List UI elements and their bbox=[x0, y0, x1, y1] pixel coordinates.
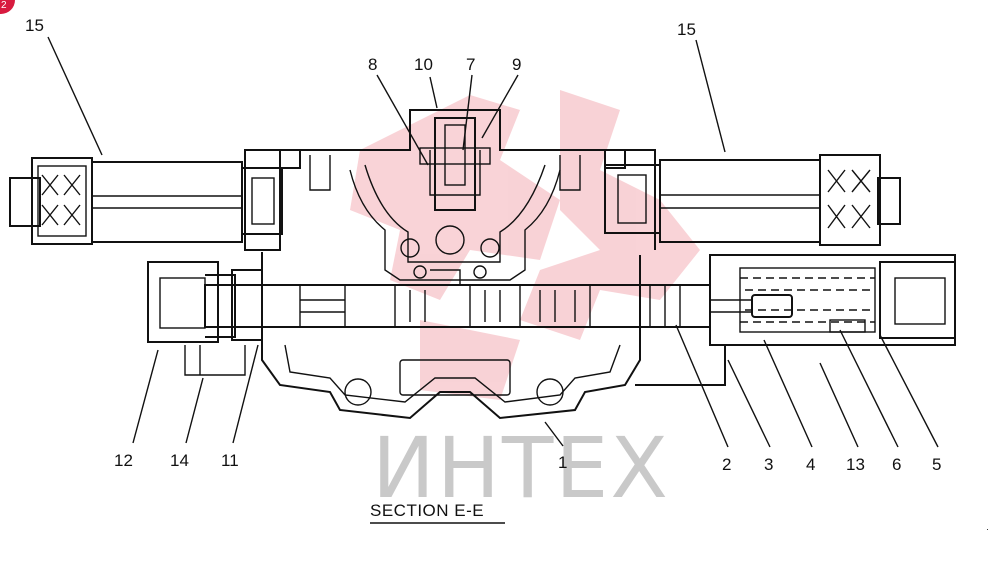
label-10: 10 bbox=[414, 55, 433, 74]
section-caption: SECTION E-E bbox=[370, 501, 484, 520]
solenoid-left bbox=[9, 157, 283, 245]
valve-body bbox=[244, 109, 656, 420]
left-cap bbox=[147, 261, 263, 376]
label-1: 1 bbox=[558, 453, 567, 472]
label-7: 7 bbox=[466, 55, 475, 74]
label-3: 3 bbox=[764, 455, 773, 474]
spring-housing bbox=[635, 254, 956, 386]
label-11: 11 bbox=[221, 451, 239, 470]
leader-lines bbox=[47, 36, 939, 448]
label-4: 4 bbox=[806, 455, 815, 474]
label-15-right: 15 bbox=[677, 20, 696, 39]
label-15-left: 15 bbox=[25, 16, 44, 35]
label-12: 12 bbox=[114, 451, 133, 470]
watermark-logo bbox=[350, 90, 700, 400]
label-9: 9 bbox=[512, 55, 521, 74]
watermark-text: ИHTEX bbox=[372, 419, 670, 517]
label-6: 6 bbox=[892, 455, 901, 474]
solenoid-right bbox=[604, 154, 901, 246]
label-13: 13 bbox=[846, 455, 865, 474]
part-labels: 15 15 8 10 7 9 12 14 11 1 2 3 4 13 6 5 bbox=[25, 16, 941, 474]
label-2: 2 bbox=[722, 455, 731, 474]
stray-mark: · bbox=[986, 524, 989, 534]
label-5: 5 bbox=[932, 455, 941, 474]
label-14: 14 bbox=[170, 451, 189, 470]
label-8: 8 bbox=[368, 55, 377, 74]
